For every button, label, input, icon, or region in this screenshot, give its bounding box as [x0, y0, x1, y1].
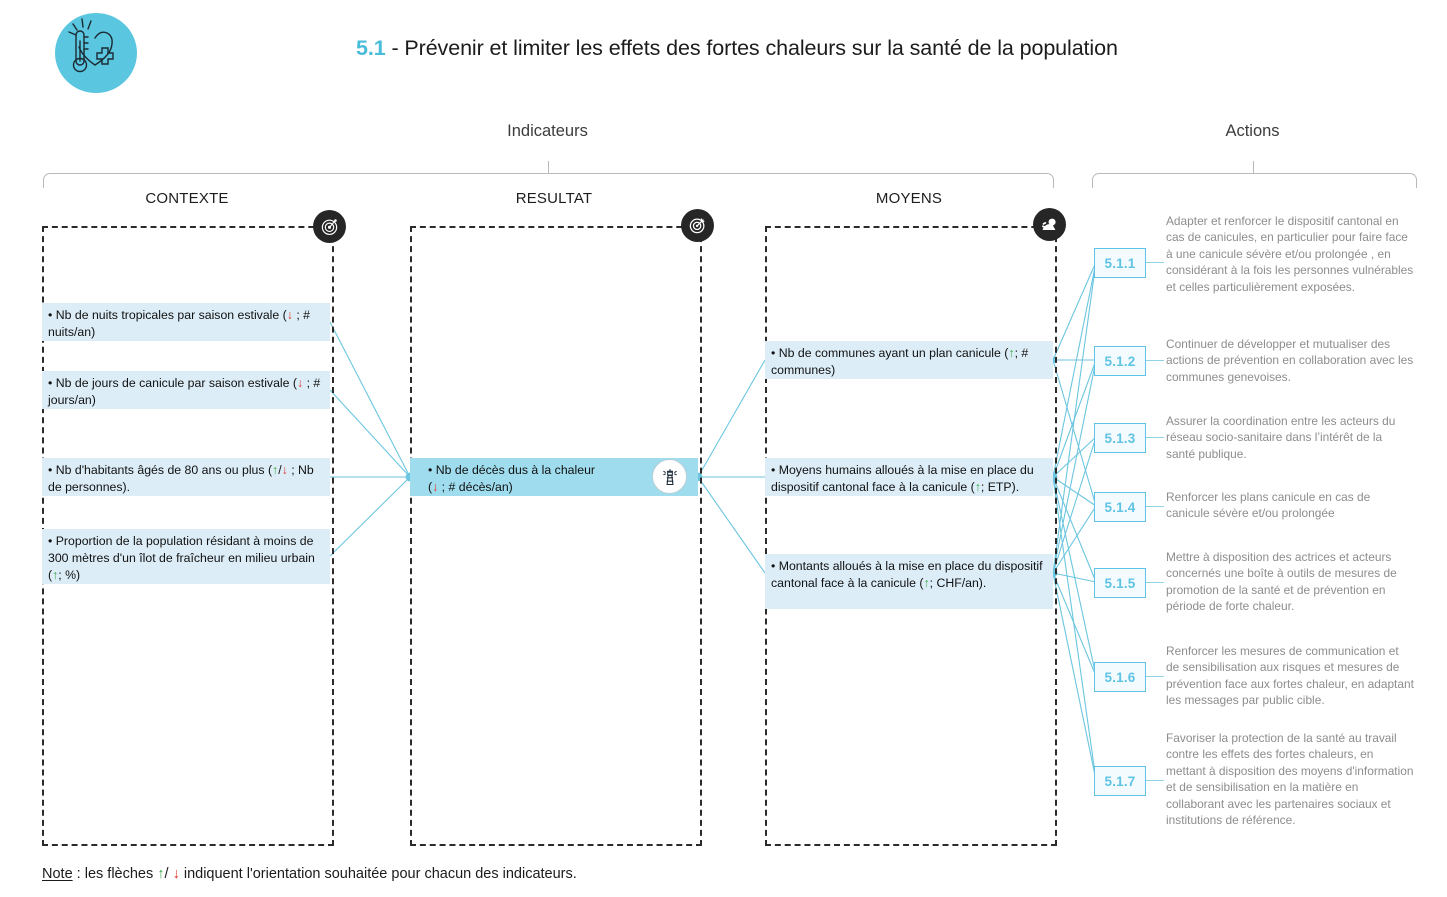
bracket-actions — [1092, 173, 1417, 188]
programme-logo — [55, 13, 137, 93]
action-description: Favoriser la protection de la santé au t… — [1166, 731, 1414, 828]
action-description: Assurer la coordination entre les acteur… — [1166, 414, 1396, 461]
bracket-indicateurs — [43, 173, 1054, 188]
arrow-up-icon: ↑ — [272, 463, 279, 477]
arrow-down-icon: ↓ — [172, 866, 180, 882]
thermometer-heart-sun-icon — [68, 18, 114, 73]
action-connector-stub — [1146, 582, 1164, 584]
arrow-up-icon: ↑ — [974, 479, 981, 494]
indicator-cell: • Nb de communes ayant un plan canicule … — [765, 341, 1053, 379]
arrow-up-icon: ↑ — [157, 866, 165, 882]
note-label: Note — [42, 866, 73, 882]
note-text-b: indiquent l'orientation souhaitée pour c… — [179, 866, 577, 882]
arrow-down-icon: ↓ — [297, 376, 304, 390]
radar-target-icon — [313, 210, 346, 243]
action-connector-stub — [1146, 262, 1164, 264]
arrow-up-icon: ↑ — [52, 567, 59, 582]
action-description: Mettre à disposition des actrices et act… — [1166, 550, 1397, 614]
bracket-stem-indicateurs — [548, 161, 549, 173]
action-description: Renforcer les mesures de communication e… — [1166, 644, 1414, 708]
legend-note: Note : les flèches ↑/ ↓ indiquent l'orie… — [42, 866, 577, 882]
action-connector-stub — [1146, 360, 1164, 362]
bracket-stem-actions — [1253, 161, 1254, 173]
indicator-cell: • Nb d'habitants âgés de 80 ans ou plus … — [42, 458, 330, 496]
column-moyens — [765, 226, 1057, 846]
page-title-number: 5.1 — [356, 36, 386, 60]
action-code-box[interactable]: 5.1.5 — [1094, 568, 1146, 598]
note-slash: / — [164, 866, 173, 882]
indicator-cell: • Nb de jours de canicule par saison est… — [42, 371, 330, 409]
indicator-cell: • Nb de décès dus à la chaleur(↓ ; # déc… — [410, 458, 698, 496]
lighthouse-icon — [652, 459, 687, 494]
megaphone-person-icon — [1033, 208, 1066, 241]
column-title-contexte: CONTEXTE — [145, 190, 229, 207]
action-code-box[interactable]: 5.1.1 — [1094, 248, 1146, 278]
arrow-up-icon: ↑ — [923, 575, 930, 590]
action-code-box[interactable]: 5.1.6 — [1094, 662, 1146, 692]
action-connector-stub — [1146, 506, 1164, 508]
column-title-moyens: MOYENS — [875, 190, 943, 207]
indicator-cell: • Moyens humains alloués à la mise en pl… — [765, 458, 1053, 496]
page-title-text: - Prévenir et limiter les effets des for… — [385, 36, 1118, 60]
arrow-up-icon: ↑ — [1008, 346, 1015, 360]
column-resultat — [410, 226, 702, 846]
indicator-cell: • Proportion de la population résidant à… — [42, 529, 330, 584]
action-connector-stub — [1146, 676, 1164, 678]
arrow-down-icon: ↓ — [432, 479, 439, 494]
page-title: 5.1 - Prévenir et limiter les effets des… — [356, 36, 1306, 61]
action-description: Continuer de développer et mutualiser de… — [1166, 337, 1414, 384]
arrow-down-icon: ↓ — [281, 463, 288, 477]
action-code-box[interactable]: 5.1.2 — [1094, 346, 1146, 376]
action-code-box[interactable]: 5.1.4 — [1094, 492, 1146, 522]
action-description: Renforcer les plans canicule en cas de c… — [1166, 490, 1371, 521]
column-title-resultat: RESULTAT — [515, 190, 593, 207]
action-code-box[interactable]: 5.1.7 — [1094, 766, 1146, 796]
arrow-down-icon: ↓ — [286, 308, 293, 322]
action-connector-stub — [1146, 780, 1164, 782]
bullseye-target-icon — [681, 209, 714, 242]
note-text-a: : les flèches — [72, 866, 158, 882]
action-description: Adapter et renforcer le dispositif canto… — [1166, 214, 1414, 294]
indicator-cell: • Nb de nuits tropicales par saison esti… — [42, 303, 330, 341]
group-label-actions: Actions — [1225, 122, 1280, 140]
group-label-indicateurs: Indicateurs — [507, 122, 588, 140]
action-connector-stub — [1146, 437, 1164, 439]
indicator-cell: • Montants alloués à la mise en place du… — [765, 554, 1053, 609]
action-code-box[interactable]: 5.1.3 — [1094, 423, 1146, 453]
